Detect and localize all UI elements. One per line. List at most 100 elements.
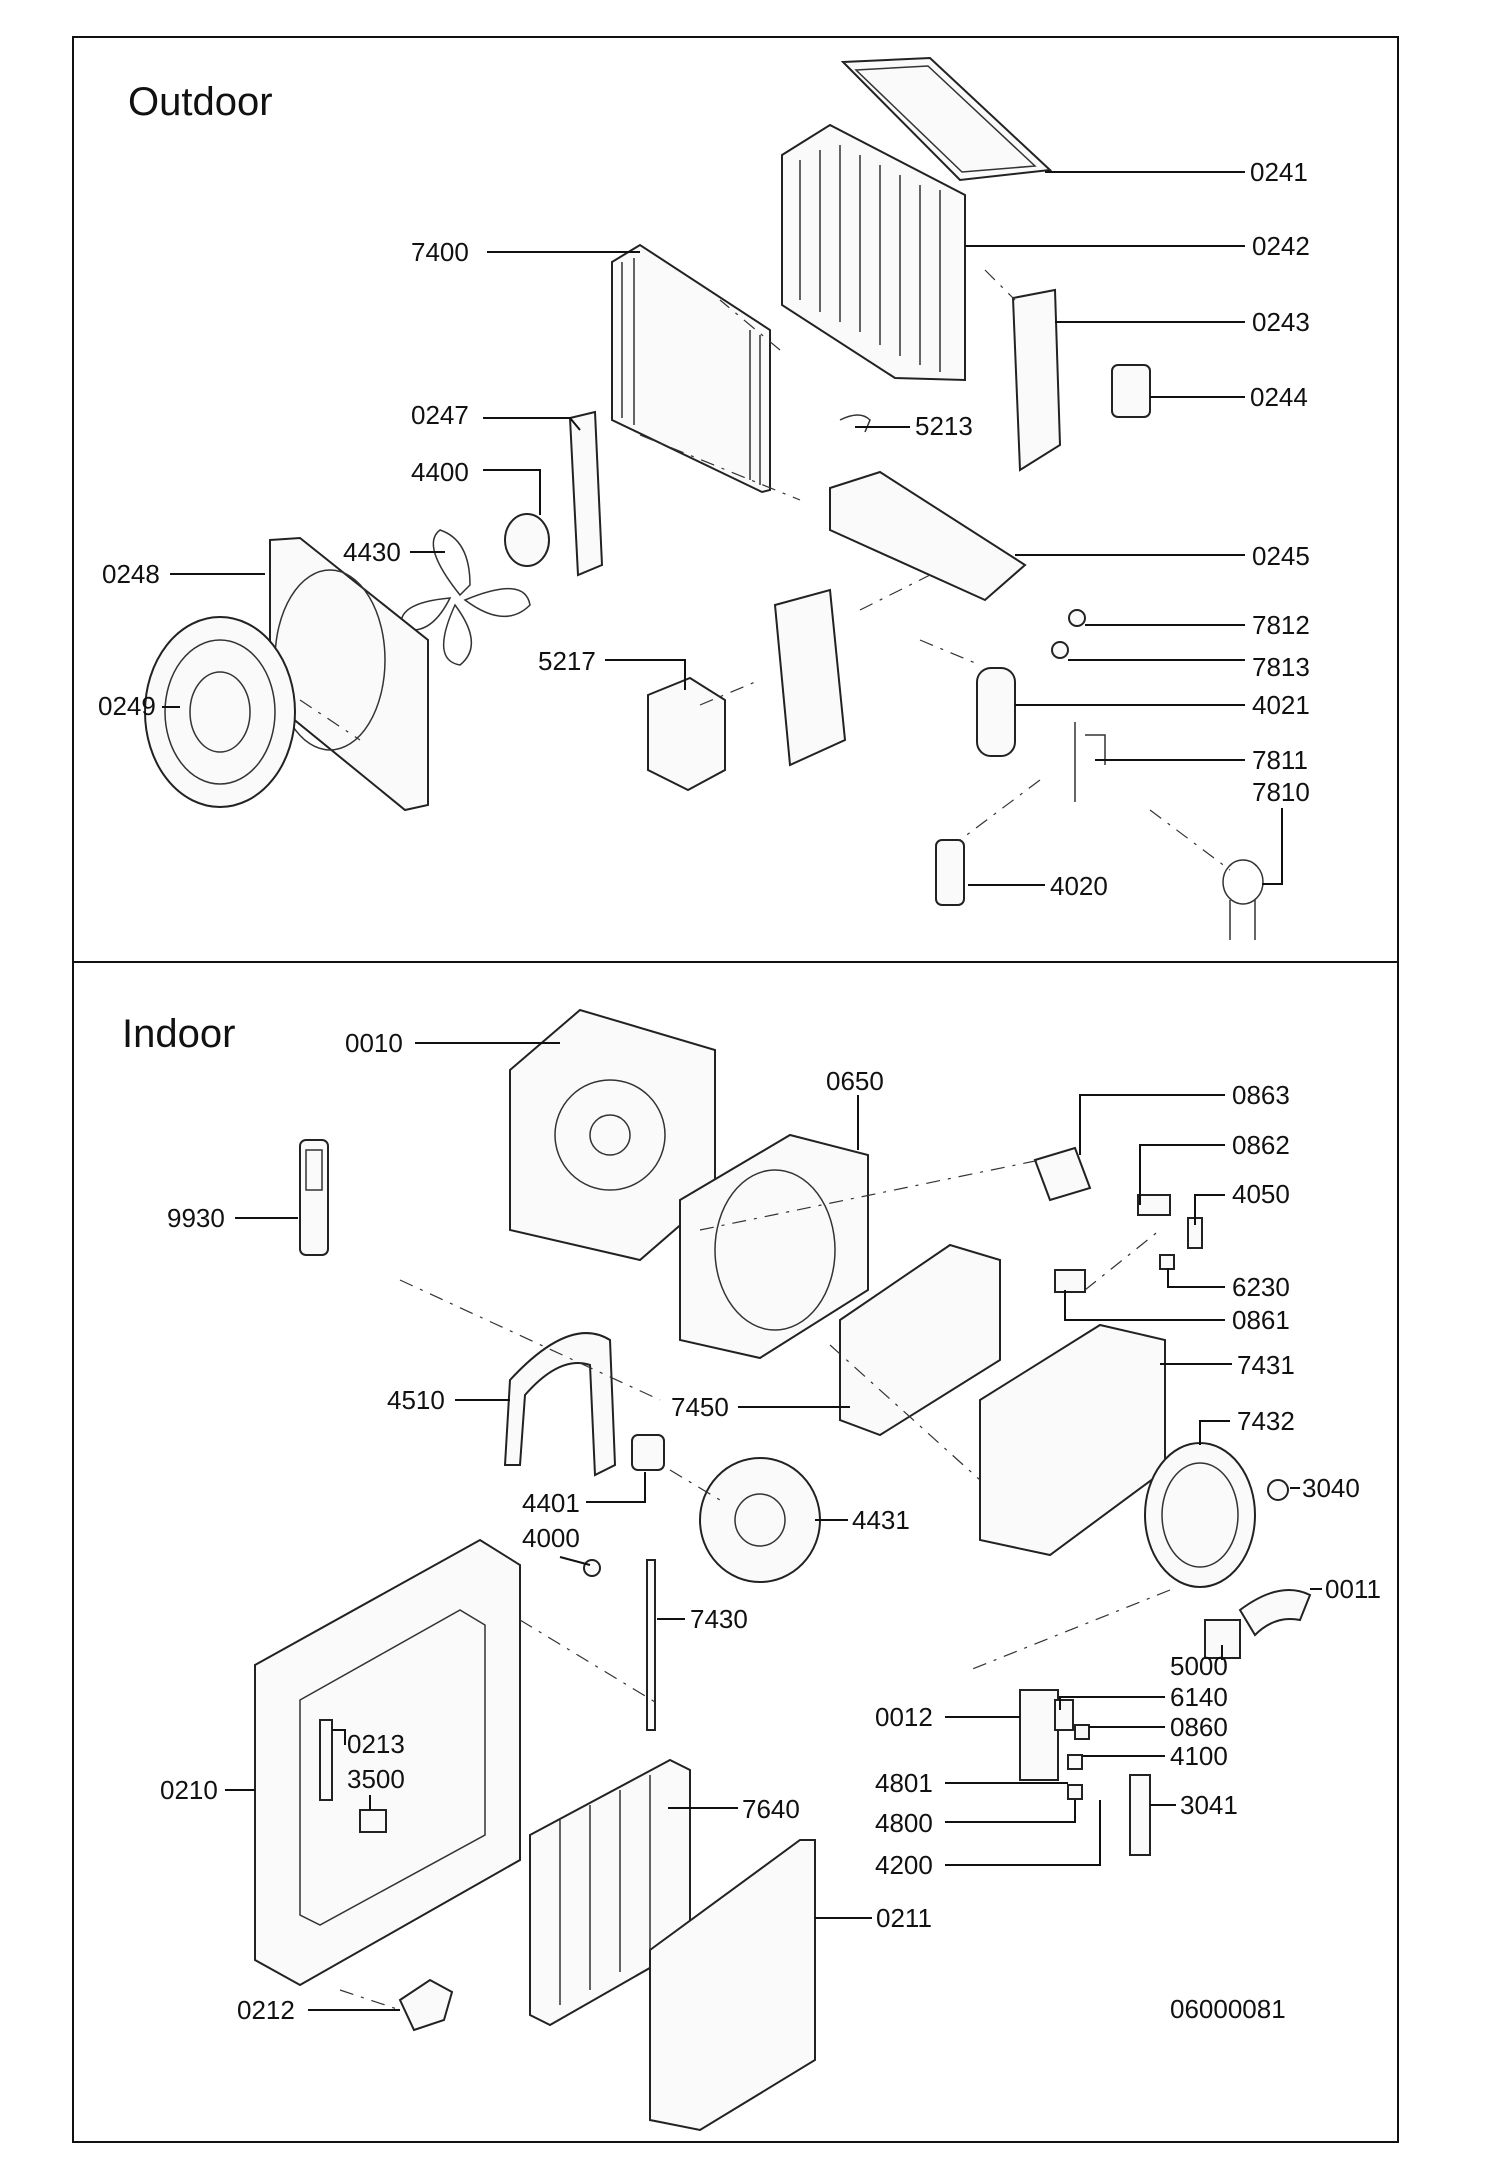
svg-text:0862: 0862 (1232, 1130, 1290, 1160)
svg-text:0861: 0861 (1232, 1305, 1290, 1335)
indoor-callouts: 0010 0650 0863 0862 4050 9930 6230 0861 … (160, 1028, 1381, 2025)
svg-text:0650: 0650 (826, 1066, 884, 1096)
svg-text:7812: 7812 (1252, 610, 1310, 640)
callout-7810: 7810 (1252, 777, 1310, 885)
callout-4000: 4000 (522, 1523, 591, 1566)
callout-4510: 4510 (387, 1385, 510, 1415)
svg-text:7640: 7640 (742, 1794, 800, 1824)
svg-text:4020: 4020 (1050, 871, 1108, 901)
svg-text:4000: 4000 (522, 1523, 580, 1553)
callout-7812: 7812 (1085, 610, 1310, 640)
callout-4400: 4400 (411, 457, 541, 515)
callout-5213: 5213 (855, 411, 973, 441)
callout-3040: 3040 (1290, 1473, 1360, 1503)
callout-4020: 4020 (968, 871, 1108, 901)
svg-text:0242: 0242 (1252, 231, 1310, 261)
svg-text:0241: 0241 (1250, 157, 1308, 187)
svg-text:4431: 4431 (852, 1505, 910, 1535)
callout-6230: 6230 (1167, 1268, 1290, 1302)
svg-text:7430: 7430 (690, 1604, 748, 1634)
svg-text:0213: 0213 (347, 1729, 405, 1759)
callout-7430: 7430 (657, 1604, 748, 1634)
callout-0249: 0249 (98, 691, 180, 721)
callout-7813: 7813 (1068, 652, 1310, 682)
callout-4050: 4050 (1194, 1179, 1290, 1225)
svg-text:0211: 0211 (876, 1903, 932, 1933)
callout-7431: 7431 (1160, 1350, 1295, 1380)
callout-0244: 0244 (1150, 382, 1308, 412)
callout-4021: 4021 (1015, 690, 1310, 720)
svg-text:4430: 4430 (343, 537, 401, 567)
svg-text:0243: 0243 (1252, 307, 1310, 337)
svg-text:4021: 4021 (1252, 690, 1310, 720)
svg-text:5000: 5000 (1170, 1651, 1228, 1681)
callout-0212: 0212 (237, 1995, 400, 2025)
callout-7432: 7432 (1199, 1406, 1295, 1445)
svg-text:9930: 9930 (167, 1203, 225, 1233)
callout-0012: 0012 (875, 1702, 1020, 1732)
svg-text:4400: 4400 (411, 457, 469, 487)
svg-text:4801: 4801 (875, 1768, 933, 1798)
svg-text:5213: 5213 (915, 411, 973, 441)
callout-0245: 0245 (1015, 541, 1310, 571)
svg-text:4050: 4050 (1232, 1179, 1290, 1209)
callout-0011: 0011 (1310, 1574, 1381, 1604)
svg-text:7400: 7400 (411, 237, 469, 267)
svg-text:0011: 0011 (1325, 1574, 1381, 1604)
svg-text:0860: 0860 (1170, 1712, 1228, 1742)
callout-0861: 0861 (1064, 1290, 1290, 1335)
callout-4100: 4100 (1082, 1741, 1228, 1771)
indoor-drawings (254, 1008, 1312, 2132)
svg-text:4200: 4200 (875, 1850, 933, 1880)
callout-0010: 0010 (345, 1028, 560, 1058)
outdoor-drawings (144, 56, 1264, 940)
callout-5217: 5217 (538, 646, 686, 690)
svg-text:7431: 7431 (1237, 1350, 1295, 1380)
svg-text:7450: 7450 (671, 1392, 729, 1422)
callout-0248: 0248 (102, 559, 265, 589)
svg-text:3040: 3040 (1302, 1473, 1360, 1503)
svg-text:6140: 6140 (1170, 1682, 1228, 1712)
callout-7400: 7400 (411, 237, 640, 267)
callout-0860: 0860 (1089, 1712, 1228, 1742)
callout-0210: 0210 (160, 1775, 255, 1805)
indoor-title: Indoor (122, 1012, 235, 1056)
callout-4430: 4430 (343, 537, 445, 567)
indoor-assembly-lines (339, 1159, 1171, 2011)
svg-text:0245: 0245 (1252, 541, 1310, 571)
callout-5000: 5000 (1170, 1645, 1228, 1681)
svg-text:0012: 0012 (875, 1702, 933, 1732)
svg-text:4510: 4510 (387, 1385, 445, 1415)
svg-text:7813: 7813 (1252, 652, 1310, 682)
svg-text:0212: 0212 (237, 1995, 295, 2025)
outdoor-callouts: 0241 0242 7400 0243 0244 0247 5213 4400 … (98, 157, 1310, 901)
callout-0213: 0213 (332, 1729, 405, 1759)
outdoor-title: Outdoor (128, 80, 273, 124)
svg-text:0863: 0863 (1232, 1080, 1290, 1110)
svg-text:0247: 0247 (411, 400, 469, 430)
svg-text:7432: 7432 (1237, 1406, 1295, 1436)
callout-4401: 4401 (522, 1472, 646, 1518)
callout-0247: 0247 (411, 400, 581, 431)
callout-0862: 0862 (1139, 1130, 1290, 1205)
callout-7450: 7450 (671, 1392, 850, 1422)
callout-6140: 6140 (1059, 1682, 1228, 1712)
svg-text:0210: 0210 (160, 1775, 218, 1805)
document-code: 06000081 (1170, 1994, 1286, 2024)
callout-3500: 3500 (347, 1764, 405, 1810)
callout-4200: 4200 (875, 1800, 1101, 1880)
callout-0211: 0211 (815, 1903, 932, 1933)
svg-text:7811: 7811 (1252, 745, 1308, 775)
svg-text:4800: 4800 (875, 1808, 933, 1838)
callout-3041: 3041 (1150, 1790, 1238, 1820)
callout-4801: 4801 (875, 1768, 1068, 1798)
callout-9930: 9930 (167, 1203, 298, 1233)
svg-text:0010: 0010 (345, 1028, 403, 1058)
callout-4800: 4800 (875, 1800, 1076, 1838)
indoor-panel-frame (72, 961, 1399, 2143)
outdoor-panel-frame (72, 36, 1399, 963)
callout-4431: 4431 (815, 1505, 910, 1535)
svg-text:5217: 5217 (538, 646, 596, 676)
svg-text:6230: 6230 (1232, 1272, 1290, 1302)
